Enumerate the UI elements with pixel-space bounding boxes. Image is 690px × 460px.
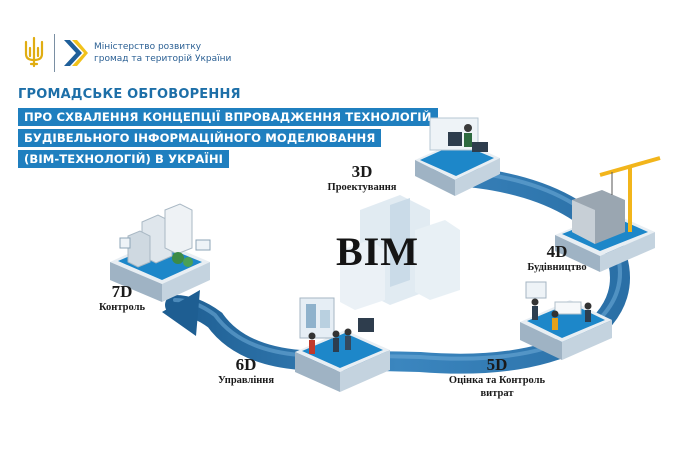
arrow-head-icon bbox=[162, 290, 200, 336]
platform-5d bbox=[520, 281, 612, 360]
header-divider bbox=[54, 34, 55, 72]
stage-5d-label: 5D Оцінка та Контроль витрат bbox=[424, 356, 570, 400]
header: Міністерство розвитку громад та територі… bbox=[22, 34, 322, 74]
bim-background-buildings bbox=[340, 195, 460, 310]
headline-line2-row: БУДІВЕЛЬНОГО ІНФОРМАЦІЙНОГО МОДЕЛЮВАННЯ bbox=[18, 129, 438, 147]
ministry-name: Міністерство розвитку громад та територі… bbox=[94, 41, 324, 65]
headline-line1-row: ПРО СХВАЛЕННЯ КОНЦЕПЦІЇ ВПРОВАДЖЕННЯ ТЕХ… bbox=[18, 108, 438, 126]
platform-4d bbox=[555, 156, 661, 272]
stage-6d-code: 6D bbox=[235, 355, 257, 374]
stage-4d-code: 4D bbox=[546, 242, 568, 261]
ministry-name-line2: громад та територій України bbox=[94, 54, 232, 64]
chevron-logo-icon bbox=[64, 40, 88, 66]
stage-5d-name2: витрат bbox=[480, 388, 514, 399]
platform-7d bbox=[110, 203, 211, 302]
headline-line1: ПРО СХВАЛЕННЯ КОНЦЕПЦІЇ ВПРОВАДЖЕННЯ ТЕХ… bbox=[18, 108, 438, 126]
trident-icon bbox=[24, 36, 44, 68]
headline-line3: (BIM-ТЕХНОЛОГІЙ) В УКРАЇНІ bbox=[18, 150, 230, 168]
stage-6d-name: Управління bbox=[217, 375, 275, 386]
stage-4d-name: Будівництво bbox=[527, 262, 587, 273]
stage-3d-code: 3D bbox=[351, 162, 373, 181]
stage-5d-code: 5D bbox=[486, 355, 508, 374]
stage-5d-name: Оцінка та Контроль bbox=[448, 375, 546, 386]
headline-line3-row: (BIM-ТЕХНОЛОГІЙ) В УКРАЇНІ bbox=[18, 150, 438, 168]
stage-7d-label: 7D Контроль bbox=[86, 283, 158, 314]
platform-6d bbox=[295, 297, 390, 392]
stage-7d-name: Контроль bbox=[98, 302, 146, 313]
stage-7d-code: 7D bbox=[111, 282, 133, 301]
headline: ПРО СХВАЛЕННЯ КОНЦЕПЦІЇ ВПРОВАДЖЕННЯ ТЕХ… bbox=[18, 108, 438, 171]
ministry-name-line1: Міністерство розвитку bbox=[94, 42, 202, 52]
stage-4d-label: 4D Будівництво bbox=[514, 243, 600, 274]
stage-3d-name: Проектування bbox=[327, 182, 397, 193]
stage-3d-label: 3D Проектування bbox=[318, 163, 406, 194]
platform-3d bbox=[415, 117, 500, 196]
bim-center-label: BIM bbox=[336, 229, 419, 274]
section-title: ГРОМАДСЬКЕ ОБГОВОРЕННЯ bbox=[18, 87, 241, 102]
stage-6d-label: 6D Управління bbox=[206, 356, 286, 387]
headline-line2: БУДІВЕЛЬНОГО ІНФОРМАЦІЙНОГО МОДЕЛЮВАННЯ bbox=[18, 129, 382, 147]
